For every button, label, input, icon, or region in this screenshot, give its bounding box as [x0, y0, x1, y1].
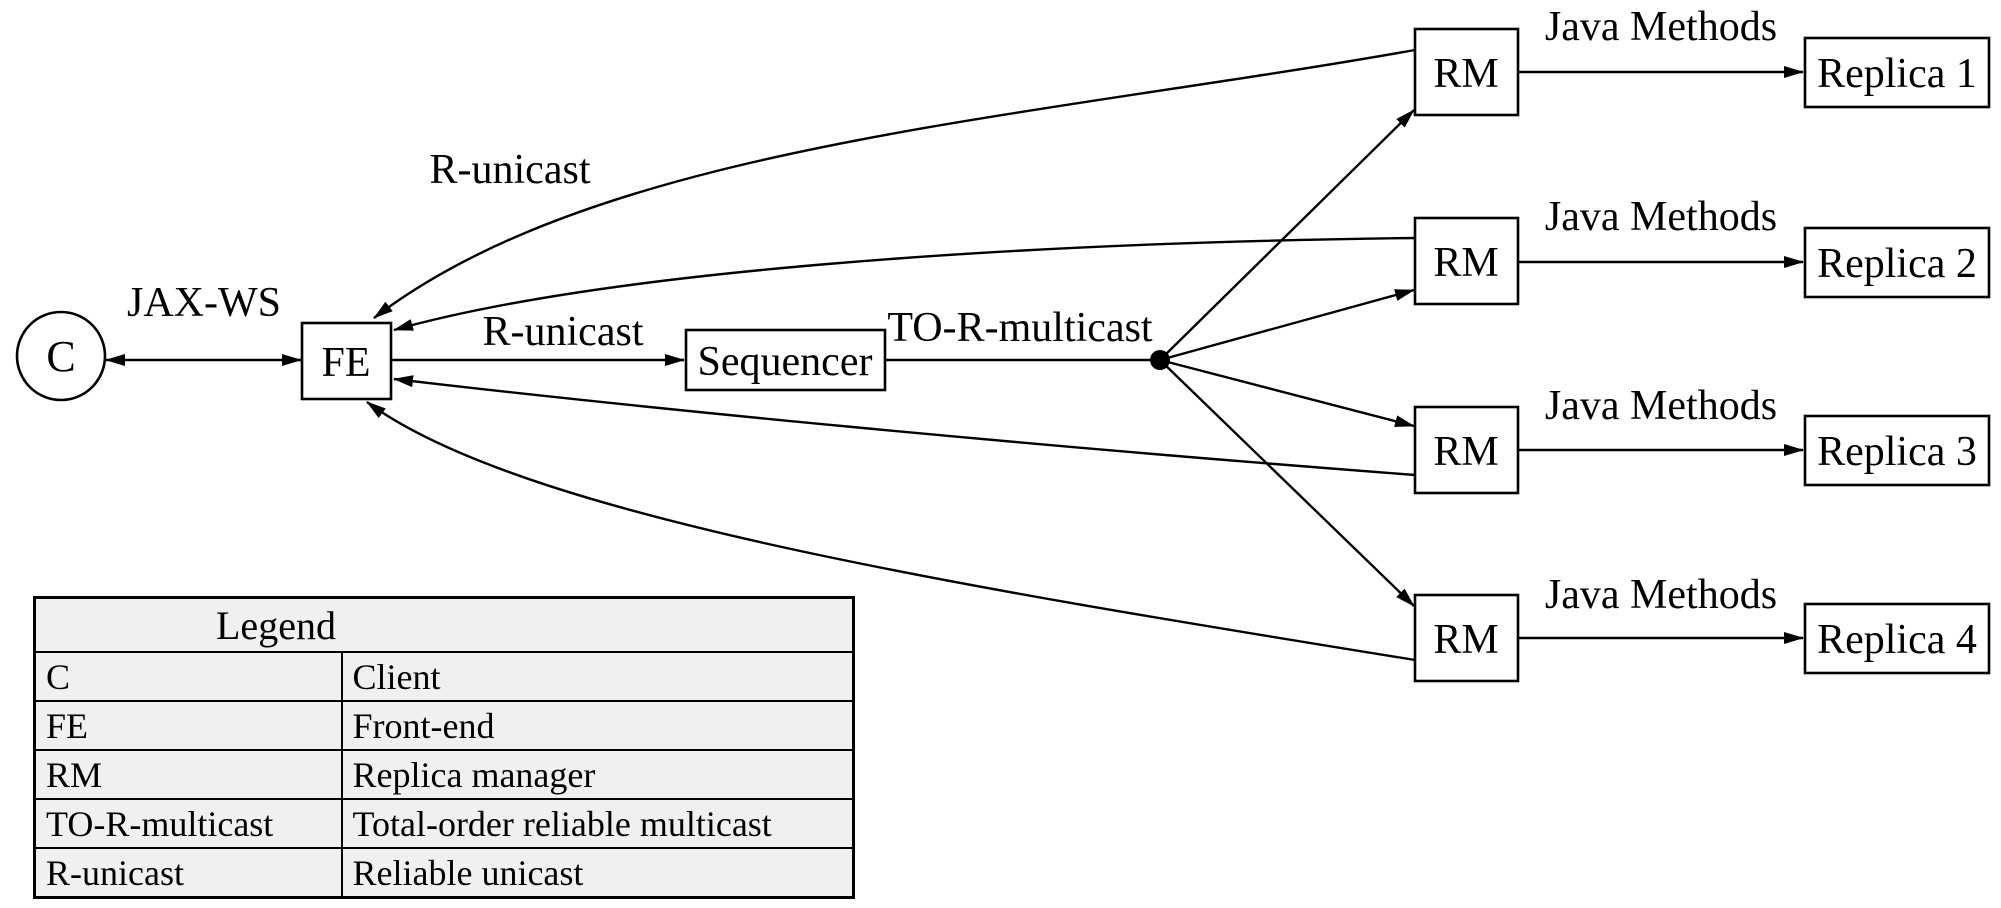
edge-rm2-return-fe: [393, 236, 1416, 332]
legend-abbr: R-unicast: [33, 847, 343, 899]
legend-row-rm: RM Replica manager: [33, 749, 855, 800]
node-replica3-label: Replica 3: [1817, 429, 1977, 475]
node-rm1: [1413, 27, 1520, 117]
node-replica4: [1803, 602, 1991, 675]
legend-header-row: Legend: [33, 596, 855, 653]
legend-abbr: RM: [33, 749, 343, 800]
node-rm3-label: RM: [1433, 429, 1498, 475]
node-rm1-label: RM: [1433, 51, 1498, 97]
node-sequencer-label: Sequencer: [698, 339, 873, 385]
edge-multicast-rm3: [1159, 358, 1415, 428]
node-rm2: [1413, 216, 1520, 306]
label-java-methods-1: Java Methods: [1545, 4, 1777, 50]
legend-meaning: Total-order reliable multicast: [340, 798, 855, 849]
node-replica3: [1803, 414, 1991, 487]
legend-meaning: Front-end: [340, 700, 855, 751]
legend-abbr: FE: [33, 700, 343, 751]
legend-table: Legend C Client FE Front-end RM Replica …: [33, 596, 855, 899]
node-replica1: [1803, 36, 1991, 109]
edge-rm1-return-fe: [373, 48, 1416, 319]
edge-rm3-return-fe: [393, 375, 1416, 477]
node-sequencer: [684, 328, 887, 392]
edge-multicast-rm1: [1159, 109, 1415, 361]
label-java-methods-4: Java Methods: [1545, 572, 1777, 618]
legend-title: Legend: [33, 596, 855, 653]
legend-meaning: Replica manager: [340, 749, 855, 800]
legend-abbr: TO-R-multicast: [33, 798, 343, 849]
node-rm4: [1413, 593, 1520, 683]
node-client-label: C: [46, 332, 75, 381]
node-replica1-label: Replica 1: [1817, 51, 1977, 97]
node-replica4-label: Replica 4: [1817, 617, 1977, 663]
legend-meaning: Client: [340, 651, 855, 702]
node-rm4-label: RM: [1433, 617, 1498, 663]
label-r-unicast-mid: R-unicast: [483, 309, 644, 355]
legend-abbr: C: [33, 651, 343, 702]
label-to-r-multicast: TO-R-multicast: [887, 305, 1153, 351]
label-java-methods-3: Java Methods: [1545, 383, 1777, 429]
edge-rm4-return-fe: [366, 401, 1416, 662]
label-jaxws: JAX-WS: [127, 280, 281, 326]
legend-row-frontend: FE Front-end: [33, 700, 855, 751]
edge-multicast-rm2: [1159, 288, 1415, 362]
label-r-unicast-top: R-unicast: [430, 147, 591, 193]
node-replica2: [1803, 226, 1991, 299]
legend-meaning: Reliable unicast: [340, 847, 855, 899]
legend-row-client: C Client: [33, 651, 855, 702]
legend-row-r-unicast: R-unicast Reliable unicast: [33, 847, 855, 899]
node-rm3: [1413, 405, 1520, 495]
node-frontend-label: FE: [321, 340, 370, 386]
node-client: [15, 310, 107, 402]
node-frontend: [300, 321, 393, 401]
node-rm2-label: RM: [1433, 240, 1498, 286]
label-java-methods-2: Java Methods: [1545, 194, 1777, 240]
legend-row-to-r-multicast: TO-R-multicast Total-order reliable mult…: [33, 798, 855, 849]
edge-multicast-rm4: [1159, 359, 1415, 607]
node-replica2-label: Replica 2: [1817, 241, 1977, 287]
